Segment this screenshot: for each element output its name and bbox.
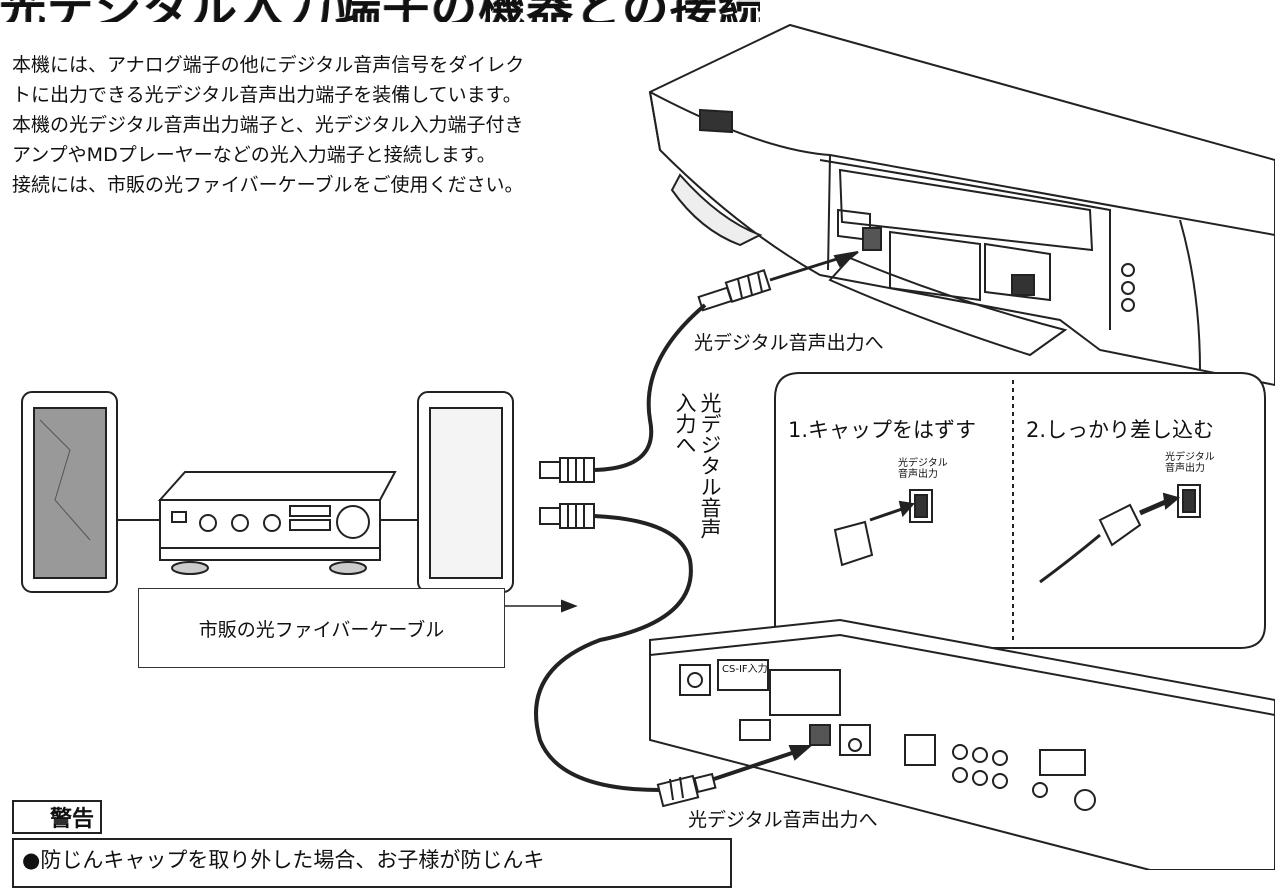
warning-heading: 警告: [12, 800, 103, 834]
page-title: 光デジタル入力端子の機器との接続: [0, 0, 760, 22]
optical-plug-bottom: [656, 772, 717, 808]
jack-label-left: 光デジタル 音声出力: [898, 458, 948, 480]
step-insert-firmly: 2.しっかり差し込む: [1026, 418, 1215, 442]
right-speaker-illustration: [417, 391, 514, 593]
title-band: 光デジタル入力端子の機器との接続: [0, 0, 760, 22]
optical-plug-amp-lower: [539, 503, 595, 529]
intro-line: トに出力できる光デジタル音声出力端子を装備しています。: [12, 84, 522, 106]
intro-line: 本機の光デジタル音声出力端子と、光デジタル入力端子付き: [12, 114, 524, 136]
jack-label-right: 光デジタル 音声出力: [1165, 452, 1215, 474]
warning-box: ●防じんキャップを取り外した場合、お子様が防じんキ: [12, 838, 732, 888]
cs-input-label: CS-IF入力: [722, 664, 768, 675]
cable-label: 市販の光ファイバーケーブル: [198, 618, 445, 641]
optical-plug-amp-upper: [539, 457, 595, 483]
intro-line: 本機には、アナログ端子の他にデジタル音声信号をダイレク: [12, 54, 525, 76]
intro-paragraph: 本機には、アナログ端子の他にデジタル音声信号をダイレク トに出力できる光デジタル…: [12, 50, 652, 200]
cable-label-box: 市販の光ファイバーケーブル: [138, 588, 505, 668]
label-output-bottom: 光デジタル音声出力へ: [688, 809, 878, 831]
front-unit-illustration: [648, 23, 1275, 387]
step-remove-cap: 1.キャップをはずす: [788, 418, 977, 442]
amplifier-illustration: [157, 471, 397, 575]
warning-heading-text: 警告: [50, 807, 95, 832]
optical-plug-top: [697, 269, 772, 312]
intro-line: 接続には、市販の光ファイバーケーブルをご使用ください。: [12, 174, 524, 196]
warning-text: ●防じんキャップを取り外した場合、お子様が防じんキ: [22, 848, 545, 872]
connection-illustration: [21, 23, 1275, 870]
callout-balloon: [774, 372, 1266, 746]
rear-panel-illustration: [649, 618, 1275, 870]
label-output-top: 光デジタル音声出力へ: [694, 332, 884, 354]
intro-line: アンプやMDプレーヤーなどの光入力端子と接続します。: [12, 144, 496, 166]
left-speaker-illustration: [21, 391, 118, 593]
label-input-vertical: 光デジタル音声入力へ: [673, 392, 722, 539]
